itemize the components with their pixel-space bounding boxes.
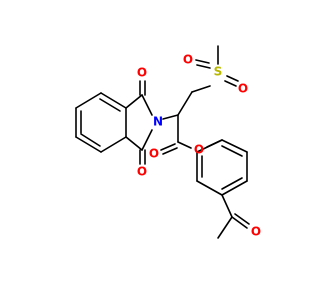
bond [221,177,243,190]
bond [125,94,143,109]
bond [195,59,210,64]
atom-label-o: O [183,53,193,67]
bond [100,136,127,153]
bond [160,143,176,151]
bond [226,75,239,82]
atom-label-o: O [137,66,147,80]
bond [162,147,178,155]
bond [196,180,223,196]
bond [162,114,179,120]
bond [221,194,233,218]
atom-label-o: O [251,225,261,239]
bond-layer [75,45,250,239]
bond [177,141,192,149]
molecule-drawing: N O O S O O O O O [75,45,261,239]
bond [221,145,243,157]
bond [221,139,248,153]
bond [234,213,250,225]
atom-label-n: N [153,115,163,129]
bond [196,139,223,153]
bond [80,133,101,147]
atom-label-layer: N O O S O O O O O [137,53,261,239]
bond [224,80,237,87]
bond [75,136,102,153]
atom-label-s: S [214,65,223,79]
atom-label-o: O [137,165,147,179]
bond [100,92,127,109]
bond [75,92,102,109]
bond [99,98,121,112]
bond [221,180,248,196]
bond [231,216,248,229]
bond [141,129,153,151]
bond [191,85,211,93]
bond [196,64,211,69]
bond [177,91,193,116]
atom-label-o: O [194,143,204,157]
bond [125,136,143,151]
bond [141,94,153,116]
atom-label-o: O [238,82,248,96]
atom-label-o: O [149,147,159,161]
bond [217,216,233,239]
structure-diagram: N O O S O O O O O [75,45,261,239]
